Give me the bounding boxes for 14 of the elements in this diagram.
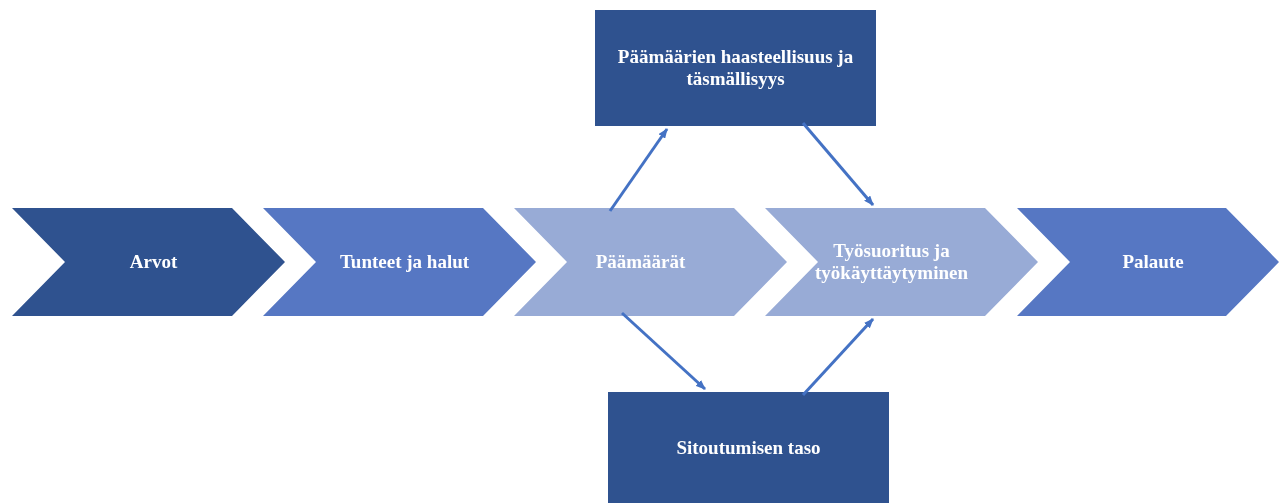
arrow	[621, 311, 706, 391]
process-box	[608, 392, 889, 503]
step-label: Päämäärät	[595, 251, 686, 273]
step-label: Sitoutumisen taso	[676, 436, 821, 459]
step-label: Arvot	[129, 251, 178, 273]
step-label: Päämäärien haasteellisuus ja täsmällisyys	[616, 46, 855, 90]
arrow	[801, 318, 875, 396]
step-label: Tunteet ja halut	[339, 251, 470, 273]
step-label: Palaute	[1122, 251, 1184, 273]
step-label: Työsuoritus ja työkäyttäytyminen	[815, 240, 969, 284]
process-box	[595, 10, 876, 126]
arrow	[801, 122, 875, 206]
arrow	[608, 128, 669, 212]
chevron-step	[1017, 208, 1279, 316]
